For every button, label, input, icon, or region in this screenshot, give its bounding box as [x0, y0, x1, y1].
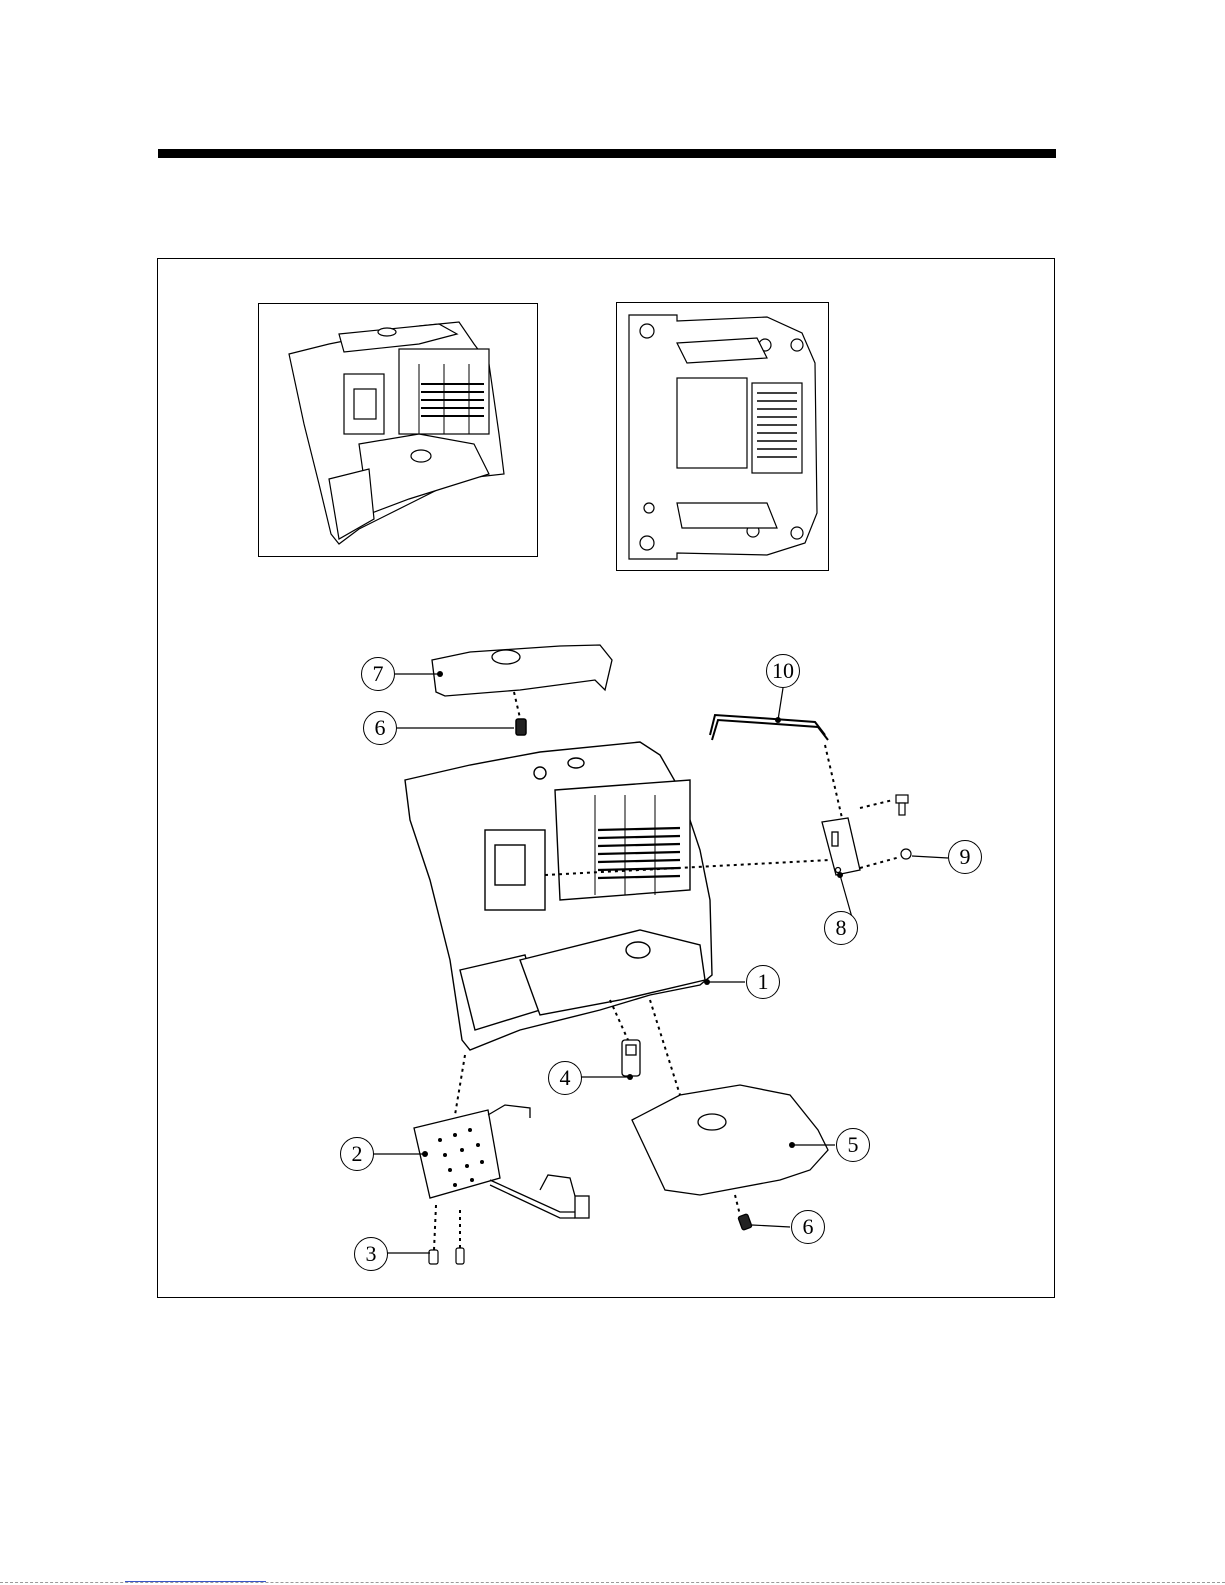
callout-5: 5	[836, 1128, 870, 1162]
callout-7: 7	[361, 657, 395, 691]
callout-3: 3	[354, 1237, 388, 1271]
circuit-board-part	[414, 1105, 589, 1218]
spring-part-bottom	[738, 1214, 752, 1231]
main-housing-part	[405, 742, 712, 1050]
bottom-link-underline[interactable]	[125, 1580, 266, 1582]
front-cover-part	[632, 1085, 828, 1195]
rail-part	[710, 715, 828, 740]
top-cover-part	[432, 645, 612, 696]
callout-10: 10	[766, 654, 800, 688]
callout-1: 1	[746, 965, 780, 999]
callout-4: 4	[548, 1061, 582, 1095]
page-bottom-border	[0, 1582, 1225, 1583]
bracket-part	[822, 818, 860, 875]
callout-8: 8	[824, 911, 858, 945]
callout-9: 9	[948, 840, 982, 874]
switch-part	[622, 1040, 640, 1076]
screw-part-3	[429, 1248, 464, 1264]
callout-2: 2	[340, 1137, 374, 1171]
spring-part-top	[516, 719, 526, 735]
screw-part-9	[896, 795, 911, 859]
callout-6-bottom: 6	[791, 1210, 825, 1244]
callout-6-top: 6	[363, 711, 397, 745]
